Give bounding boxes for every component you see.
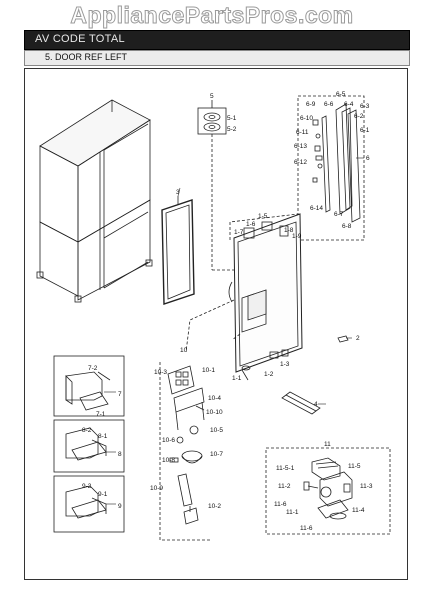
callout-1-2: 1-2	[264, 371, 274, 378]
callout-11-6-upper: 11-6	[274, 501, 287, 508]
callout-2: 2	[356, 335, 360, 342]
dispenser-group	[159, 362, 210, 541]
callout-6-14: 6-14	[310, 205, 323, 212]
callout-6-12: 6-12	[294, 159, 307, 166]
callout-1-5: 1-5	[258, 213, 268, 220]
callout-1-9: 1-9	[292, 233, 302, 240]
hinge-bushing-set	[197, 100, 238, 271]
callout-11: 11	[324, 441, 331, 448]
callout-8-2: 8-2	[82, 427, 92, 434]
callout-7: 7	[118, 391, 122, 398]
callout-5-1: 5-1	[227, 115, 237, 122]
callout-1-1: 1-1	[232, 375, 242, 382]
callout-6-11: 6-11	[296, 129, 309, 136]
small-cap	[337, 335, 349, 343]
callout-1-3: 1-3	[280, 361, 290, 368]
callout-10-1: 10-1	[202, 367, 215, 374]
callout-6-10: 6-10	[300, 115, 313, 122]
callout-11-2: 11-2	[278, 483, 291, 490]
callout-6-7: 6-7	[334, 211, 344, 218]
callout-9-1: 9-1	[98, 491, 108, 498]
callout-10-3: 10-3	[154, 369, 167, 376]
callout-6-9: 6-9	[306, 101, 316, 108]
callout-8: 8	[118, 451, 122, 458]
callout-11-6-lower: 11-6	[300, 525, 313, 532]
callout-10-7: 10-7	[210, 451, 223, 458]
callout-5-2: 5-2	[227, 126, 237, 133]
callout-6-1: 6-1	[360, 127, 370, 134]
callout-10-2: 10-2	[208, 503, 221, 510]
callout-11-3: 11-3	[360, 483, 373, 490]
callout-6-5: 6-5	[336, 91, 346, 98]
watermark-text: AppliancePartsPros.com	[70, 2, 354, 29]
callout-7-2: 7-2	[88, 365, 98, 372]
callout-1-6: 1-6	[246, 221, 256, 228]
callout-3: 3	[176, 189, 180, 196]
callout-6-2: 6-2	[354, 113, 364, 120]
callout-6: 6	[366, 155, 370, 162]
callout-9: 9	[118, 503, 122, 510]
door-outer-panel	[228, 213, 303, 381]
callout-8-1: 8-1	[98, 433, 108, 440]
callout-10-6: 10-6	[162, 437, 175, 444]
diagram-header-bar: AV CODE TOTAL	[24, 30, 410, 50]
callout-labels: 5 5-1 5-2 3 6-5 6-9 6-6 6-4 6-3 6-10 6-2…	[82, 91, 373, 532]
callout-11-5: 11-5	[348, 463, 361, 470]
door-shelf-9	[53, 475, 125, 533]
door-shelf-8	[53, 419, 125, 473]
header-title: AV CODE TOTAL	[35, 33, 125, 45]
callout-11-5-1: 11-5-1	[276, 465, 295, 472]
callout-6-6: 6-6	[324, 101, 334, 108]
door-handle-assembly	[297, 95, 365, 241]
callout-6-13: 6-13	[294, 143, 307, 150]
callout-6-3: 6-3	[360, 103, 370, 110]
leader-lines	[104, 157, 364, 505]
callout-10-8: 10-8	[162, 457, 175, 464]
section-title: 5. DOOR REF LEFT	[45, 52, 128, 62]
callout-6-4: 6-4	[344, 101, 354, 108]
callout-10-9: 10-9	[150, 485, 163, 492]
ice-maker-group	[265, 447, 391, 535]
callout-1-7: 1-7	[234, 229, 244, 236]
door-shelf-7	[53, 355, 125, 417]
callout-7-1: 7-1	[96, 411, 106, 418]
callout-10-4: 10-4	[208, 395, 221, 402]
callout-6-8: 6-8	[342, 223, 352, 230]
callout-11-1: 11-1	[286, 509, 299, 516]
door-gasket	[161, 196, 195, 305]
callout-9-2: 9-2	[82, 483, 92, 490]
callout-10-10: 10-10	[206, 409, 223, 416]
drain-tube	[281, 391, 321, 415]
callout-11-4: 11-4	[352, 507, 365, 514]
callout-5: 5	[210, 93, 214, 100]
callout-1-8: 1-8	[284, 227, 294, 234]
section-title-bar: 5. DOOR REF LEFT	[24, 50, 410, 66]
refrigerator-cabinet	[36, 99, 153, 303]
callout-10: 10	[180, 347, 188, 354]
diagram-frame	[24, 68, 408, 580]
callout-4: 4	[314, 401, 318, 408]
callout-10-5: 10-5	[210, 427, 223, 434]
